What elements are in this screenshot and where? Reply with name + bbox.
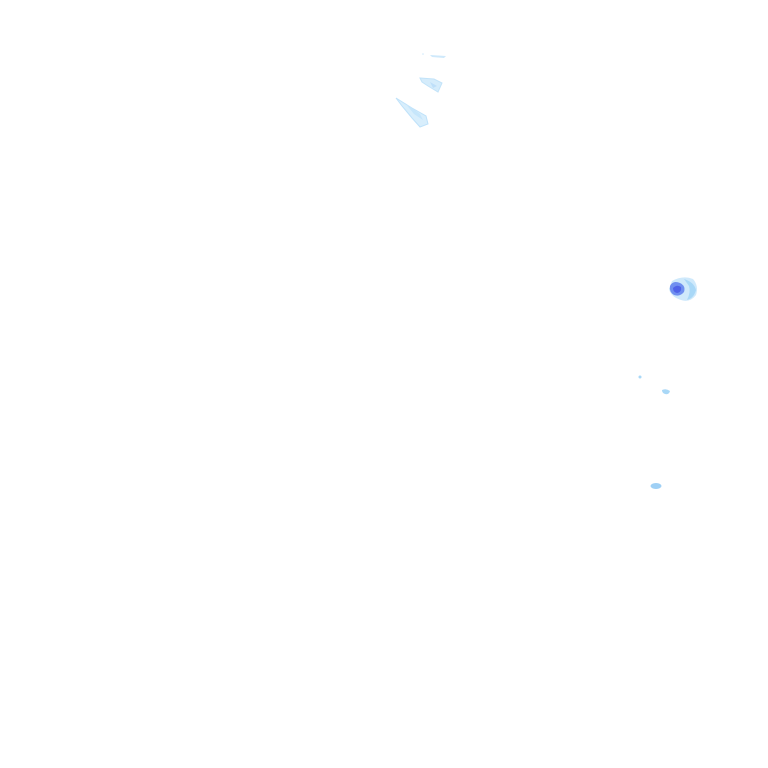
echo-fleck-east-1 [638,375,642,379]
echo-cell-east [669,277,697,301]
echo-streak-north-1 [395,97,429,128]
echo-fleck-southeast [650,483,662,489]
echo-streak-north-2 [419,77,443,93]
echo-streak-north-3 [422,53,446,58]
echo-fleck-east-2 [662,389,670,395]
